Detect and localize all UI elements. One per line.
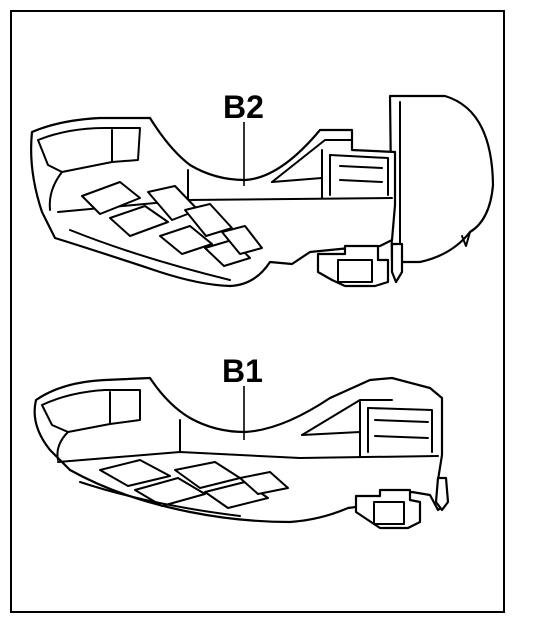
b2-clip	[316, 244, 390, 288]
b2-rear-housing	[388, 94, 495, 264]
part-b1-drawing	[33, 376, 450, 530]
b1-clip	[354, 488, 422, 530]
label-b2: B2	[223, 89, 264, 125]
part-b2-drawing	[30, 94, 495, 288]
label-b1: B1	[222, 353, 263, 389]
figure-frame	[10, 10, 505, 613]
